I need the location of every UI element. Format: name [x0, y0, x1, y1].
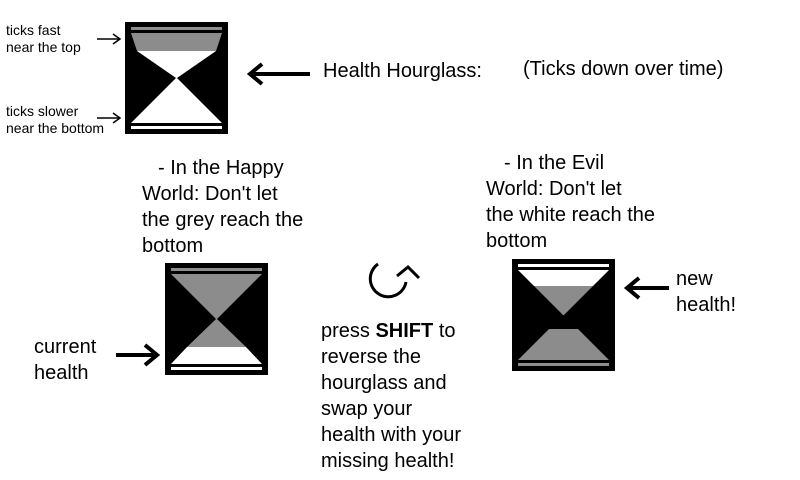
right-arrow-icon — [116, 343, 161, 367]
rotate-icon — [368, 262, 421, 299]
small-right-arrow-icon — [97, 33, 122, 45]
shift-key-label: SHIFT — [375, 320, 434, 342]
evil-world-text: - In the Evil World: Don't let the white… — [486, 152, 655, 252]
hourglass-icon-current — [165, 263, 268, 375]
hourglass-icon-new — [512, 259, 615, 371]
subtitle: (Ticks down over time) — [523, 58, 724, 80]
note-ticks-fast: ticks fast near the top — [6, 22, 81, 55]
instructions-text: press SHIFT to reverse the hourglass and… — [321, 320, 462, 472]
title: Health Hourglass: — [323, 60, 482, 82]
left-arrow-icon — [623, 276, 669, 300]
small-right-arrow-icon — [97, 112, 122, 124]
hourglass-icon-top — [125, 22, 228, 134]
happy-world-text: - In the Happy World: Don't let the grey… — [142, 157, 304, 257]
left-arrow-icon — [246, 62, 310, 86]
new-health-label: new health! — [676, 268, 737, 316]
note-ticks-slower: ticks slower near the bottom — [6, 103, 105, 136]
current-health-label: current health — [34, 336, 97, 384]
